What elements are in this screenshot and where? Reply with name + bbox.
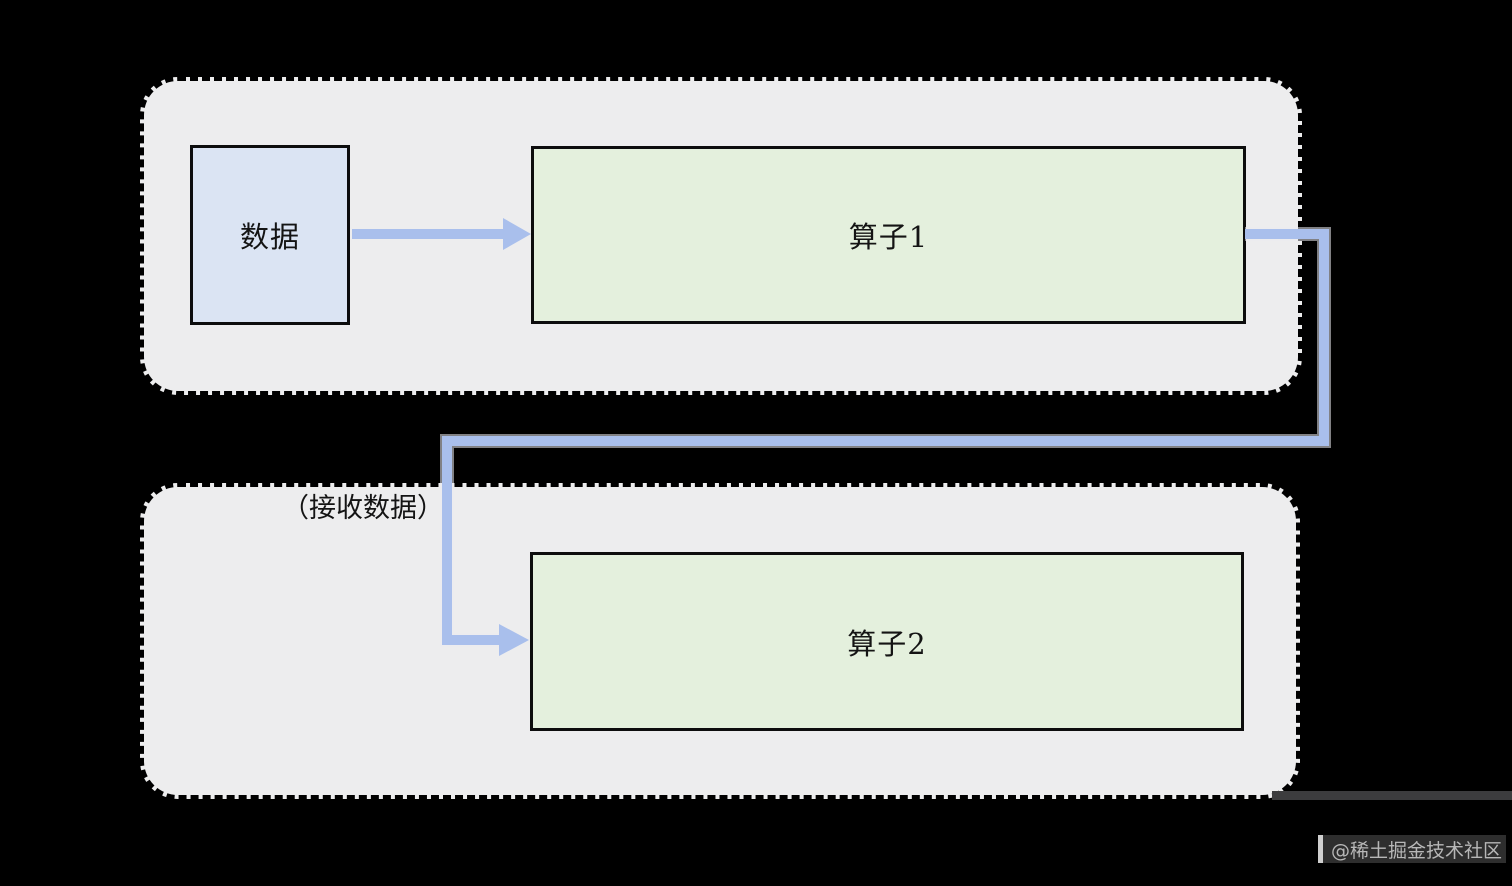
data-node: 数据 — [190, 145, 350, 325]
edge-artifact-stripe — [1272, 791, 1512, 800]
watermark-badge: @稀土掘金技术社区 — [1318, 835, 1507, 863]
data-node-label: 数据 — [239, 220, 300, 254]
operator-2-label: 算子2 — [847, 626, 927, 661]
watermark-text: @稀土掘金技术社区 — [1331, 839, 1503, 862]
operator-2-node: 算子2 — [530, 552, 1244, 731]
operator-1-node: 算子1 — [531, 146, 1246, 324]
operator-1-label: 算子1 — [848, 220, 929, 254]
receive-data-annotation: （接收数据） — [282, 493, 444, 524]
